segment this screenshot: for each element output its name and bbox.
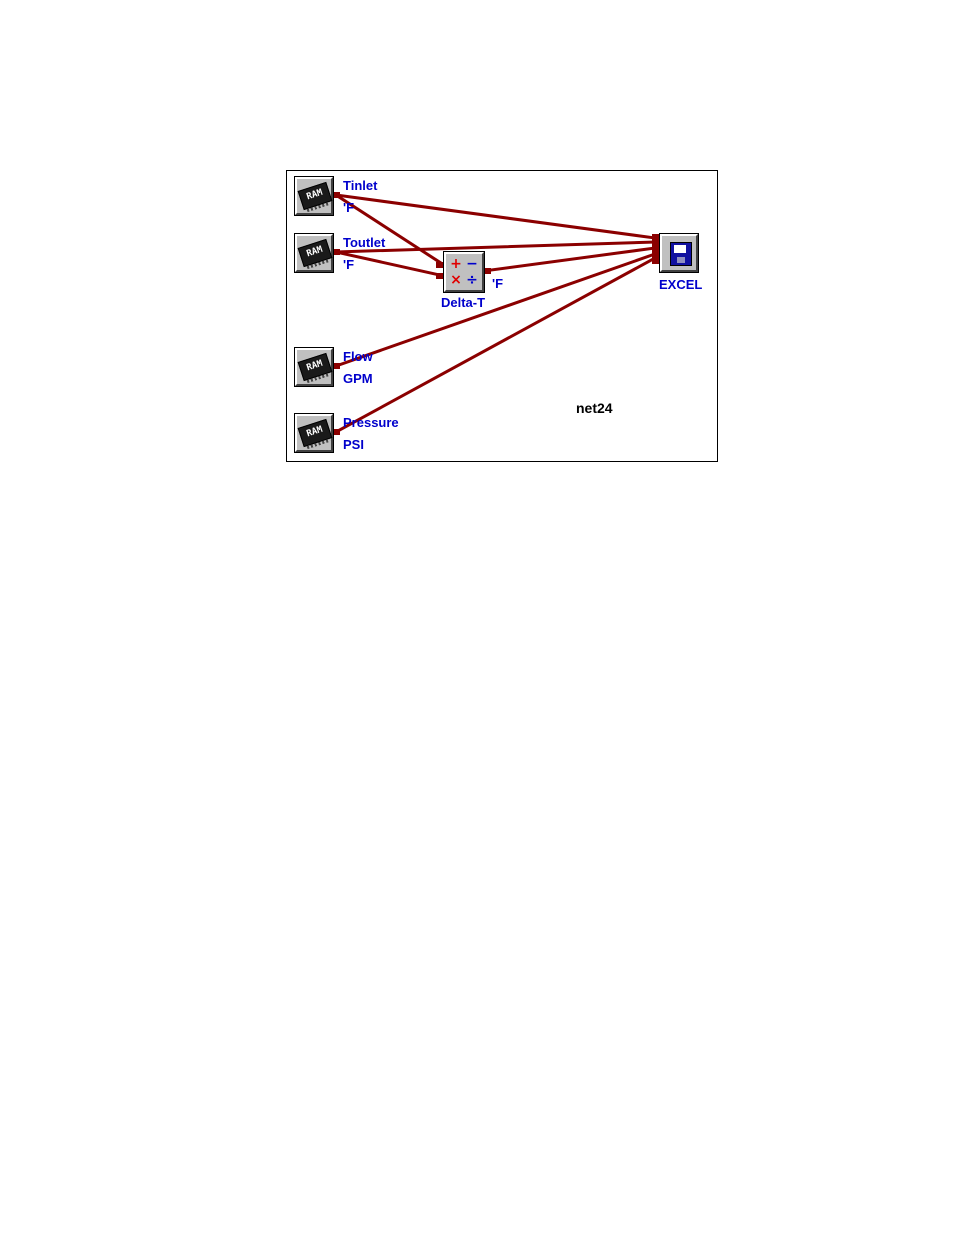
tinlet-name-label: Tinlet <box>343 178 378 193</box>
ram-icon: RAM <box>297 238 333 270</box>
delta-t-unit-label: 'F <box>492 276 504 291</box>
net-name-label: net24 <box>576 400 613 416</box>
pressure-name-label: Pressure <box>343 415 399 430</box>
delta-t-node-icon[interactable]: + − × ÷ <box>443 251 485 293</box>
plus-icon: + <box>450 256 462 272</box>
ram-pins <box>306 201 331 213</box>
pressure-unit-label: PSI <box>343 437 364 452</box>
tinlet-unit-label: 'F <box>343 200 355 215</box>
ram-pins <box>306 258 331 270</box>
minus-icon: − <box>466 256 478 272</box>
flow-unit-label: GPM <box>343 371 373 386</box>
flow-name-label: Flow <box>343 349 373 364</box>
toutlet-unit-label: 'F <box>343 257 355 272</box>
floppy-disk-label <box>674 245 686 253</box>
ram-pins <box>306 438 331 450</box>
toutlet-name-label: Toutlet <box>343 235 386 250</box>
excel-node-icon[interactable] <box>659 233 699 273</box>
flow-node-icon[interactable]: RAM <box>294 347 334 387</box>
excel-input-port <box>652 234 660 264</box>
ram-icon: RAM <box>297 418 333 450</box>
divide-icon: ÷ <box>466 272 478 288</box>
floppy-disk-shutter <box>677 257 685 263</box>
ram-icon: RAM <box>297 181 333 213</box>
toutlet-node-icon[interactable]: RAM <box>294 233 334 273</box>
excel-name-label: EXCEL <box>659 277 703 292</box>
floppy-disk-icon <box>670 242 692 266</box>
delta-t-name-label: Delta-T <box>441 295 486 310</box>
tinlet-node-icon[interactable]: RAM <box>294 176 334 216</box>
ram-pins <box>306 372 331 384</box>
pressure-node-icon[interactable]: RAM <box>294 413 334 453</box>
multiply-icon: × <box>450 272 462 288</box>
ram-icon: RAM <box>297 352 333 384</box>
